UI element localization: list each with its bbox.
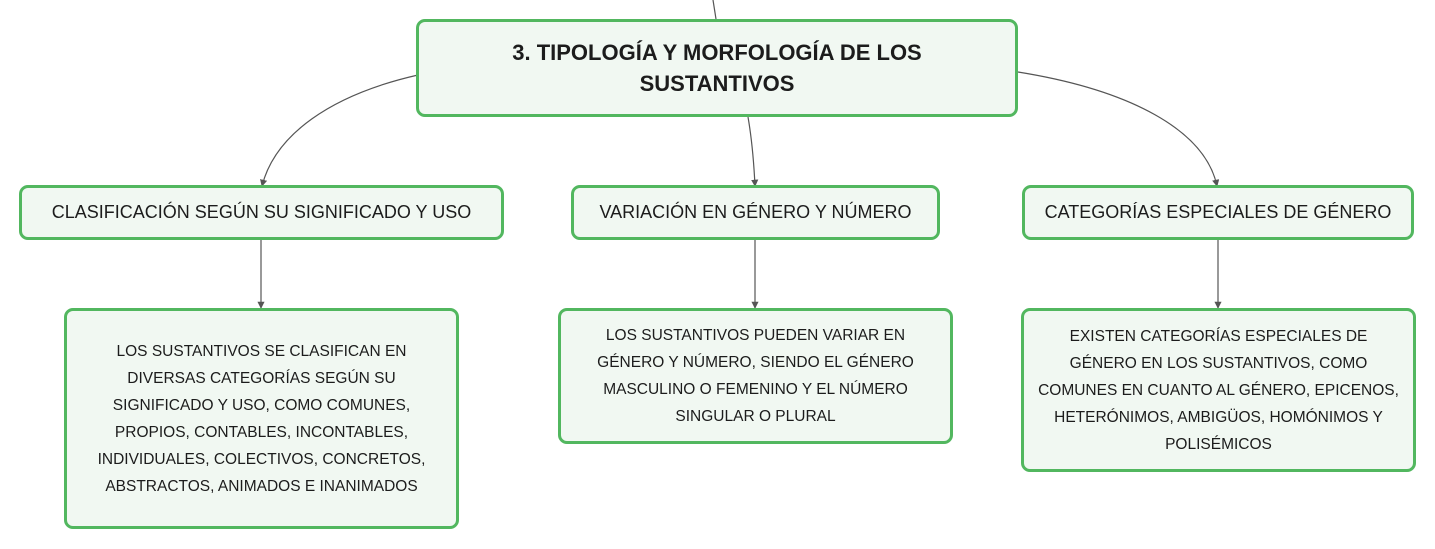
branch-topic-label: CATEGORÍAS ESPECIALES DE GÉNERO: [1044, 202, 1392, 222]
connector-root-to-branch-3: [1017, 71, 1220, 187]
connector-root-to-branch-2: [747, 116, 759, 187]
detail-topic-special-categories[interactable]: EXISTEN CATEGORÍAS ESPECIALES DE GÉNERO …: [1021, 308, 1416, 472]
branch-topic-special-categories[interactable]: CATEGORÍAS ESPECIALES DE GÉNERO: [1022, 185, 1414, 240]
branch-topic-classification[interactable]: CLASIFICACIÓN SEGÚN SU SIGNIFICADO Y USO: [19, 185, 504, 240]
detail-topic-classification[interactable]: LOS SUSTANTIVOS SE CLASIFICAN EN DIVERSA…: [64, 308, 459, 529]
branch-topic-variation[interactable]: VARIACIÓN EN GÉNERO Y NÚMERO: [571, 185, 940, 240]
detail-topic-text: EXISTEN CATEGORÍAS ESPECIALES DE GÉNERO …: [1038, 327, 1399, 453]
detail-topic-text: LOS SUSTANTIVOS SE CLASIFICAN EN DIVERSA…: [97, 342, 426, 495]
root-topic-title: 3. TIPOLOGÍA Y MORFOLOGÍA DE LOS SUSTANT…: [512, 40, 922, 96]
connector-incoming-root: [712, 0, 717, 20]
branch-topic-label: CLASIFICACIÓN SEGÚN SU SIGNIFICADO Y USO: [51, 202, 472, 222]
root-topic[interactable]: 3. TIPOLOGÍA Y MORFOLOGÍA DE LOS SUSTANT…: [416, 19, 1018, 117]
connector-root-to-branch-1: [260, 74, 419, 187]
detail-topic-text: LOS SUSTANTIVOS PUEDEN VARIAR EN GÉNERO …: [597, 327, 914, 425]
detail-topic-variation[interactable]: LOS SUSTANTIVOS PUEDEN VARIAR EN GÉNERO …: [558, 308, 953, 444]
branch-topic-label: VARIACIÓN EN GÉNERO Y NÚMERO: [599, 202, 912, 222]
